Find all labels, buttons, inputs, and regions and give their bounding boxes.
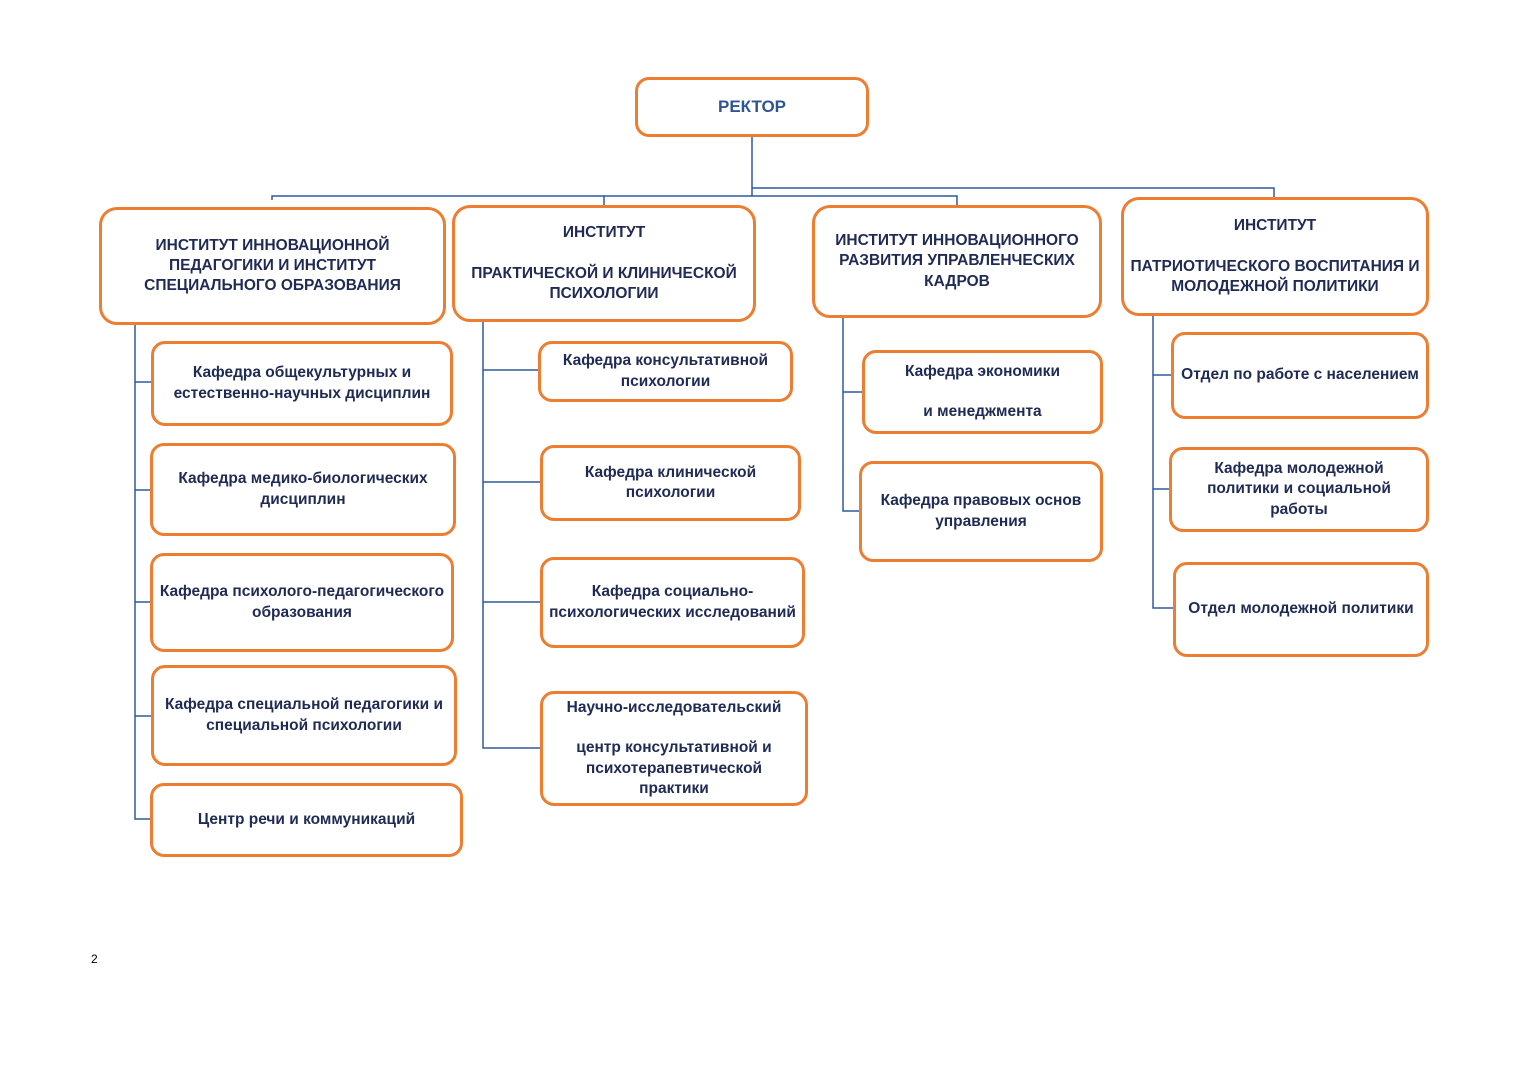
connector-bus-1 xyxy=(271,195,604,200)
unit-population-work: Отдел по работе с населением xyxy=(1171,332,1429,419)
unit-social-psych-research: Кафедра социально- психологических иссле… xyxy=(540,557,805,648)
unit-youth-policy-chair: Кафедра молодежной политики и социальной… xyxy=(1169,447,1429,532)
unit-label: Кафедра социально- психологических иссле… xyxy=(549,583,796,621)
rector-box: РЕКТОР xyxy=(635,77,869,137)
unit-consultative-psychology: Кафедра консультативной психологии xyxy=(538,341,793,402)
institute-title: ИНСТИТУТ ПРАКТИЧЕСКОЙ И КЛИНИЧЕСКОЙ ПСИХ… xyxy=(471,224,737,302)
rector-label: РЕКТОР xyxy=(718,96,786,116)
unit-label: Кафедра правовых основ управления xyxy=(880,492,1082,530)
unit-label: Отдел по работе с населением xyxy=(1181,366,1419,384)
unit-label: Центр речи и коммуникаций xyxy=(197,810,416,828)
unit-general-cultural-sciences: Кафедра общекультурных и естественно-нау… xyxy=(151,341,453,426)
connector-bus-2 xyxy=(603,195,958,208)
unit-label: Кафедра психолого-педагогического образо… xyxy=(159,583,445,621)
page-number: 2 xyxy=(91,952,98,966)
unit-label: Научно-исследовательский центр консульта… xyxy=(566,699,782,797)
institute-innovative-pedagogy: ИНСТИТУТ ИННОВАЦИОННОЙ ПЕДАГОГИКИ И ИНСТ… xyxy=(99,207,446,325)
institute-management-development: ИНСТИТУТ ИННОВАЦИОННОГО РАЗВИТИЯ УПРАВЛЕ… xyxy=(812,205,1102,318)
unit-label: Кафедра молодежной политики и социальной… xyxy=(1207,460,1391,518)
unit-label: Кафедра специальной педагогики и специал… xyxy=(164,696,444,734)
connector-inst3-spine xyxy=(842,318,861,512)
unit-label: Кафедра консультативной психологии xyxy=(562,352,769,390)
institute-title: ИНСТИТУТ ПАТРИОТИЧЕСКОГО ВОСПИТАНИЯ И МО… xyxy=(1130,217,1420,295)
unit-special-pedagogy: Кафедра специальной педагогики и специал… xyxy=(151,665,457,766)
unit-economics-management: Кафедра экономики и менеджмента xyxy=(862,350,1103,434)
institute-title: ИНСТИТУТ ИННОВАЦИОННОЙ ПЕДАГОГИКИ И ИНСТ… xyxy=(144,236,401,295)
connector-inst2-spine xyxy=(482,322,542,749)
connector-inst4-spine xyxy=(1152,316,1175,609)
unit-legal-foundations: Кафедра правовых основ управления xyxy=(859,461,1103,562)
unit-psych-pedagogical: Кафедра психолого-педагогического образо… xyxy=(150,553,454,652)
unit-label: Кафедра общекультурных и естественно-нау… xyxy=(173,364,431,402)
unit-label: Кафедра клинической психологии xyxy=(584,463,757,501)
unit-medical-biological: Кафедра медико-биологических дисциплин xyxy=(150,443,456,536)
institute-clinical-psychology: ИНСТИТУТ ПРАКТИЧЕСКОЙ И КЛИНИЧЕСКОЙ ПСИХ… xyxy=(452,205,756,322)
connector-bus-3 xyxy=(752,187,1275,199)
unit-label: Отдел молодежной политики xyxy=(1188,600,1414,618)
unit-research-center: Научно-исследовательский центр консульта… xyxy=(540,691,808,806)
institute-title: ИНСТИТУТ ИННОВАЦИОННОГО РАЗВИТИЯ УПРАВЛЕ… xyxy=(835,232,1079,290)
unit-label: Кафедра экономики и менеджмента xyxy=(905,362,1060,421)
unit-label: Кафедра медико-биологических дисциплин xyxy=(178,470,428,508)
institute-patriotic-education: ИНСТИТУТ ПАТРИОТИЧЕСКОГО ВОСПИТАНИЯ И МО… xyxy=(1121,197,1429,316)
unit-clinical-psychology: Кафедра клинической психологии xyxy=(540,445,801,521)
unit-youth-policy-dept: Отдел молодежной политики xyxy=(1173,562,1429,657)
unit-speech-center: Центр речи и коммуникаций xyxy=(150,783,463,857)
